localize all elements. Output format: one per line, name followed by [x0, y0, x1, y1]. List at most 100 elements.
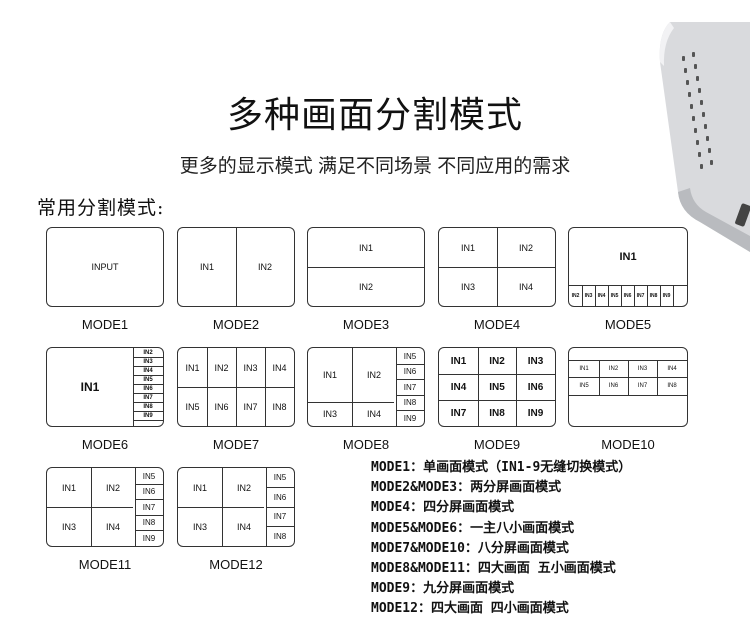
cell-in1: IN1	[47, 348, 133, 426]
description-line: MODE8&MODE11：四大画面 五小画面模式	[371, 559, 631, 579]
cell-in2: IN2	[478, 348, 516, 374]
description-line: MODE9：九分屏画面模式	[371, 579, 631, 599]
mode8-layout: IN1 IN2 IN3 IN4 IN5 IN6 IN7 IN8 IN9 MODE…	[307, 347, 425, 457]
cell-in8: IN8	[265, 387, 294, 426]
cell-in3: IN3	[308, 402, 352, 426]
cell-in2: IN2	[207, 348, 236, 387]
cell-in6: IN6	[599, 377, 628, 395]
cell-in6: IN6	[396, 364, 424, 379]
cell-in1: IN1	[439, 228, 497, 267]
cell-in2: IN2	[308, 267, 424, 306]
cell-in7: IN7	[266, 507, 294, 526]
cell-in5: IN5	[608, 285, 621, 306]
mode8-diagram: IN1 IN2 IN3 IN4 IN5 IN6 IN7 IN8 IN9	[307, 347, 425, 427]
cell-in3: IN3	[628, 360, 657, 377]
mode-descriptions: MODE1：单画面模式（IN1-9无缝切换模式） MODE2&MODE3：两分屏…	[371, 458, 631, 620]
cell-in3: IN3	[236, 348, 265, 387]
description-line: MODE1：单画面模式（IN1-9无缝切换模式）	[371, 458, 631, 478]
cell-in5: IN5	[133, 375, 163, 384]
mode4-layout: IN1 IN2 IN3 IN4 MODE4	[438, 227, 556, 337]
cell-in2: IN2	[352, 348, 396, 402]
mode3-layout: IN1 IN2 MODE3	[307, 227, 425, 337]
cell-in7: IN7	[236, 387, 265, 426]
mode3-diagram: IN1 IN2	[307, 227, 425, 307]
mode5-diagram: IN1 IN2 IN3 IN4 IN5 IN6 IN7 IN8 IN9	[568, 227, 688, 307]
cell-in6: IN6	[516, 374, 555, 400]
cell-in8: IN8	[478, 400, 516, 426]
cell-in1: IN1	[308, 228, 424, 267]
mode10-caption: MODE10	[568, 437, 688, 452]
mode9-layout: IN1 IN2 IN3 IN4 IN5 IN6 IN7 IN8 IN9 MODE…	[438, 347, 556, 457]
mode11-layout: IN1 IN2 IN3 IN4 IN5 IN6 IN7 IN8 IN9 MODE…	[46, 467, 164, 577]
cell-in2: IN2	[599, 360, 628, 377]
cell-in7: IN7	[133, 393, 163, 402]
mode4-diagram: IN1 IN2 IN3 IN4	[438, 227, 556, 307]
cell-in2: IN2	[569, 285, 582, 306]
cell-in2: IN2	[133, 348, 163, 357]
mode9-diagram: IN1 IN2 IN3 IN4 IN5 IN6 IN7 IN8 IN9	[438, 347, 556, 427]
cell-in9: IN9	[133, 411, 163, 420]
cell-in4: IN4	[91, 507, 135, 546]
cell-in9: IN9	[660, 285, 673, 306]
mode1-diagram: INPUT	[46, 227, 164, 307]
cell-in2: IN2	[497, 228, 555, 267]
cell-in4: IN4	[657, 360, 687, 377]
mode12-caption: MODE12	[177, 557, 295, 572]
cell-in6: IN6	[135, 484, 163, 499]
cell-in7: IN7	[396, 379, 424, 395]
cell-in3: IN3	[47, 507, 91, 546]
description-line: MODE12：四大画面 四小画面模式	[371, 599, 631, 619]
cell-in9: IN9	[135, 530, 163, 546]
cell-in1: IN1	[308, 348, 352, 402]
cell-in5: IN5	[569, 377, 599, 395]
mode1-caption: MODE1	[46, 317, 164, 332]
cell-in8: IN8	[396, 395, 424, 410]
cell-in2: IN2	[91, 468, 135, 507]
cell-in4: IN4	[222, 507, 266, 546]
mode12-layout: IN1 IN2 IN3 IN4 IN5 IN6 IN7 IN8 MODE12	[177, 467, 295, 577]
mode11-caption: MODE11	[46, 557, 164, 572]
cell-in8: IN8	[647, 285, 660, 306]
device-image	[630, 22, 750, 252]
cell-in4: IN4	[265, 348, 294, 387]
mode6-diagram: IN1 IN2 IN3 IN4 IN5 IN6 IN7 IN8 IN9	[46, 347, 164, 427]
mode9-caption: MODE9	[438, 437, 556, 452]
mode4-caption: MODE4	[438, 317, 556, 332]
mode10-layout: IN1 IN2 IN3 IN4 IN5 IN6 IN7 IN8 MODE10	[568, 347, 688, 457]
cell-in7: IN7	[439, 400, 478, 426]
cell-in4: IN4	[133, 366, 163, 375]
cell-input: INPUT	[47, 228, 163, 306]
cell-in4: IN4	[595, 285, 608, 306]
cell-in2: IN2	[222, 468, 266, 507]
cell-in9: IN9	[516, 400, 555, 426]
cell-in3: IN3	[439, 267, 497, 306]
mode6-layout: IN1 IN2 IN3 IN4 IN5 IN6 IN7 IN8 IN9 MODE…	[46, 347, 164, 457]
description-line: MODE2&MODE3：两分屏画面模式	[371, 478, 631, 498]
mode11-diagram: IN1 IN2 IN3 IN4 IN5 IN6 IN7 IN8 IN9	[46, 467, 164, 547]
cell-in4: IN4	[497, 267, 555, 306]
description-line: MODE4：四分屏画面模式	[371, 498, 631, 518]
mode12-diagram: IN1 IN2 IN3 IN4 IN5 IN6 IN7 IN8	[177, 467, 295, 547]
mode7-layout: IN1 IN2 IN3 IN4 IN5 IN6 IN7 IN8 MODE7	[177, 347, 295, 457]
cell-in9: IN9	[396, 410, 424, 426]
mode7-diagram: IN1 IN2 IN3 IN4 IN5 IN6 IN7 IN8	[177, 347, 295, 427]
mode3-caption: MODE3	[307, 317, 425, 332]
cell-in3: IN3	[516, 348, 555, 374]
cell-in5: IN5	[396, 348, 424, 364]
description-line: MODE7&MODE10：八分屏画面模式	[371, 539, 631, 559]
cell-in5: IN5	[478, 374, 516, 400]
cell-in1: IN1	[569, 228, 687, 285]
cell-in3: IN3	[178, 507, 222, 546]
description-line: MODE5&MODE6：一主八小画面模式	[371, 519, 631, 539]
mode8-caption: MODE8	[307, 437, 425, 452]
cell-in1: IN1	[178, 228, 236, 306]
mode5-caption: MODE5	[568, 317, 688, 332]
cell-in1: IN1	[178, 348, 207, 387]
section-title: 常用分割模式:	[37, 193, 164, 220]
cell-in1: IN1	[47, 468, 91, 507]
cell-in3: IN3	[133, 357, 163, 366]
cell-in8: IN8	[266, 526, 294, 546]
mode2-layout: IN1 IN2 MODE2	[177, 227, 295, 337]
cell-in8: IN8	[657, 377, 687, 395]
cell-in3: IN3	[582, 285, 595, 306]
